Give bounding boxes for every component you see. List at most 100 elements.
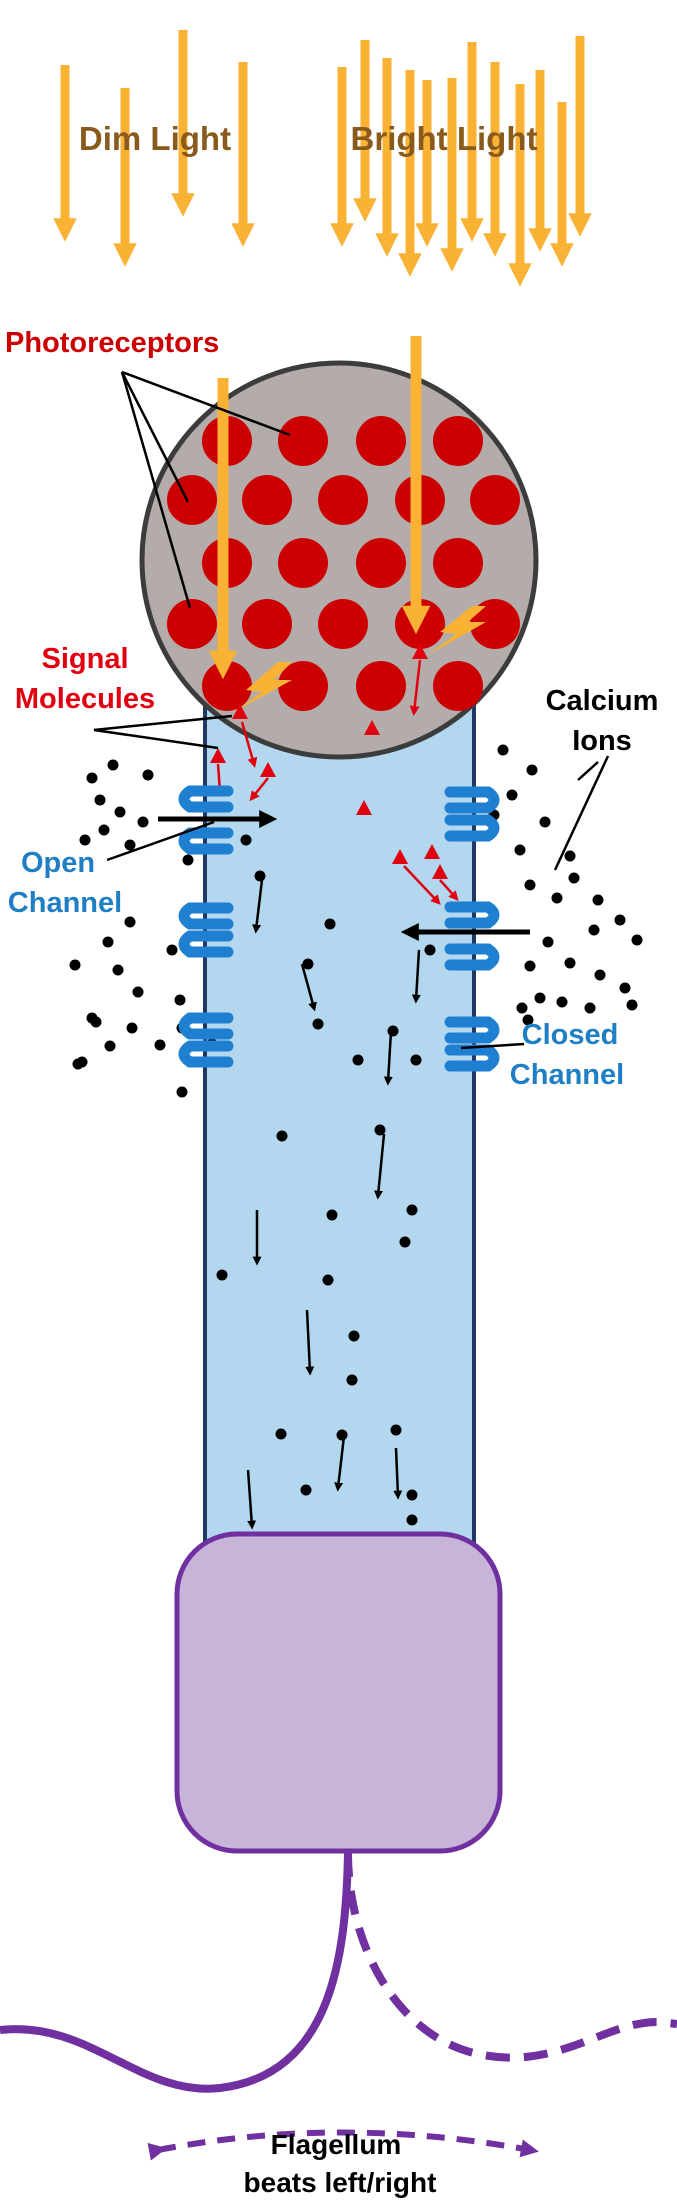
flagellum-beat-arrow — [147, 2129, 539, 2161]
calcium-ion — [534, 992, 546, 1004]
calcium-ion — [539, 816, 551, 828]
signal-molecule — [232, 704, 248, 719]
ion-movement-arrow — [252, 879, 264, 934]
flagellum-label-line1: Flagellum — [271, 2129, 402, 2160]
calcium-ion — [514, 844, 526, 856]
calcium-ion — [216, 1269, 228, 1281]
photoreceptor — [470, 599, 520, 649]
signal-molecules-label-line2: Molecules — [15, 683, 155, 715]
calcium-ion — [124, 839, 136, 851]
calcium-ion — [324, 918, 336, 930]
calcium-ion — [322, 1274, 334, 1286]
photoreceptor-dots — [167, 416, 520, 711]
calcium-ion — [406, 1204, 418, 1216]
ion-movement-arrow — [305, 1309, 315, 1376]
calcium-ion — [352, 1054, 364, 1066]
cell-body — [174, 1531, 503, 1854]
calcium-ion — [424, 944, 436, 956]
calcium-ion — [98, 824, 110, 836]
lightning-bolt-icon — [428, 606, 486, 655]
photoreceptor — [356, 538, 406, 588]
photoreceptor — [433, 661, 483, 711]
signal-molecule — [412, 644, 428, 659]
calcium-ion — [312, 1018, 324, 1030]
closed-channel-label-line2: Channel — [510, 1059, 624, 1091]
calcium-ion — [406, 1514, 418, 1526]
calcium-ion — [506, 789, 518, 801]
flagellum-solid — [0, 1852, 352, 2093]
ion-arrows — [246, 879, 421, 1530]
calcium-ion — [556, 996, 568, 1008]
calcium-ion — [69, 959, 81, 971]
calcium-ion — [619, 982, 631, 994]
signal-molecule — [364, 720, 380, 735]
channels — [178, 785, 500, 1072]
calcium-ion — [631, 934, 643, 946]
calcium-ion — [90, 1016, 102, 1028]
photoreceptor — [356, 416, 406, 466]
calcium-ion — [166, 944, 178, 956]
calcium-ion — [104, 1040, 116, 1052]
calcium-ion — [399, 1236, 411, 1248]
calcium-ion — [387, 1025, 399, 1037]
light-arrows — [53, 30, 592, 287]
signal-molecules-label-line1: Signal — [41, 643, 128, 675]
calcium-ion — [302, 958, 314, 970]
ion-movement-arrow — [246, 1469, 257, 1530]
calcium-ion — [114, 806, 126, 818]
photoreceptor — [470, 475, 520, 525]
calcium-ion — [564, 850, 576, 862]
calcium-ion — [126, 1022, 138, 1034]
calcium-ion — [142, 769, 154, 781]
photoreceptor — [318, 599, 368, 649]
signal-molecule — [210, 748, 226, 763]
calcium-ion — [86, 772, 98, 784]
ion-movement-arrow — [393, 1447, 403, 1500]
signal-molecule — [392, 849, 408, 864]
calcium-ion — [336, 1429, 348, 1441]
calcium-ion — [584, 1002, 596, 1014]
calcium-ion — [346, 1374, 358, 1386]
signal-arrow — [403, 865, 441, 905]
cell-stalk — [203, 678, 476, 1552]
calcium-ions-label-line1: Calcium — [546, 685, 659, 717]
calcium-ion — [326, 1209, 338, 1221]
calcium-ion — [276, 1130, 288, 1142]
open-channel — [178, 785, 234, 855]
open-channel — [444, 901, 500, 971]
calcium-ion — [497, 744, 509, 756]
bright-light-label: Bright Light — [351, 120, 538, 157]
calcium-ion — [132, 986, 144, 998]
calcium-ion — [626, 999, 638, 1011]
calcium-ion — [124, 916, 136, 928]
photoreceptor — [278, 538, 328, 588]
calcium-ion — [614, 914, 626, 926]
calcium-ion — [592, 894, 604, 906]
open-channel-label-line1: Open — [21, 847, 95, 879]
calcium-ion — [275, 1428, 287, 1440]
calcium-ion — [72, 1058, 84, 1070]
lightning-bolt-icon — [234, 662, 292, 712]
calcium-ion — [102, 936, 114, 948]
signal-molecule — [424, 844, 440, 859]
calcium-ion — [551, 892, 563, 904]
photoreceptor — [278, 661, 328, 711]
ion-movement-arrow — [300, 963, 317, 1012]
flagellum-label-line2: beats left/right — [244, 2167, 437, 2198]
signal-arrow — [240, 721, 258, 768]
photoreceptor — [242, 475, 292, 525]
signal-molecule — [356, 800, 372, 815]
calcium-ion — [182, 854, 194, 866]
calcium-ion — [564, 957, 576, 969]
photoreceptor — [167, 599, 217, 649]
calcium-ion — [176, 1086, 188, 1098]
calcium-ion — [79, 834, 91, 846]
calcium-ions — [69, 744, 643, 1526]
calcium-ion — [94, 794, 106, 806]
calcium-ions-label-line2: Ions — [572, 725, 632, 757]
calcium-ion — [348, 1330, 360, 1342]
calcium-ion — [568, 872, 580, 884]
closed-channel — [178, 902, 234, 958]
